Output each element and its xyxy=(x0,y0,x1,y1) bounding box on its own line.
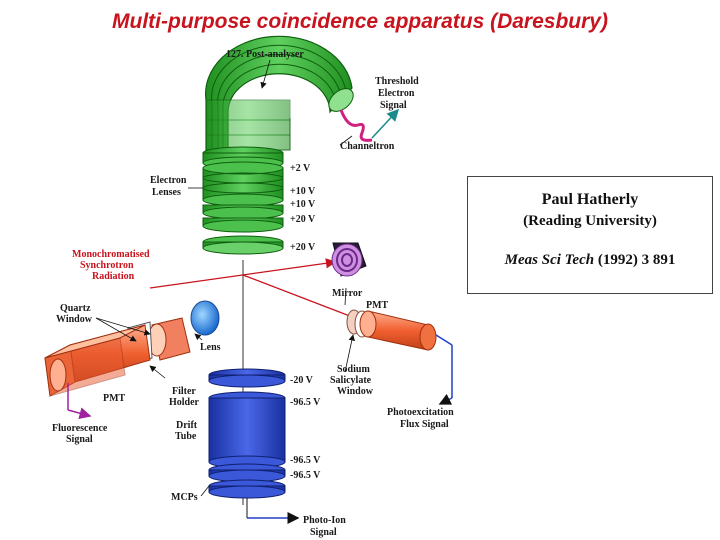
threshold-label-3: Signal xyxy=(380,100,407,111)
right-pmt xyxy=(346,309,453,405)
voltage-label: +10 V xyxy=(290,199,316,210)
mono-label-3: Radiation xyxy=(92,271,135,282)
reference-author: Paul Hatherly xyxy=(541,191,639,208)
mono-label-2: Synchrotron xyxy=(80,260,134,271)
mcps-label: MCPs xyxy=(171,492,198,503)
mirror xyxy=(331,242,367,277)
threshold-label-2: Electron xyxy=(378,88,415,99)
voltage-label: -96.5 V xyxy=(290,397,321,408)
electron-lenses-label-1: Electron xyxy=(150,175,187,186)
page-title: Multi-purpose coincidence apparatus (Dar… xyxy=(112,10,608,33)
electron-lens-stack xyxy=(202,146,284,255)
voltage-label: -96.5 V xyxy=(290,455,321,466)
reference-details: (1992) 3 891 xyxy=(594,252,676,268)
voltage-label: -96.5 V xyxy=(290,470,321,481)
mono-label-1: Monochromatised xyxy=(72,249,150,260)
mirror-label: Mirror xyxy=(332,288,363,299)
photo-ion-label-1: Photo-Ion xyxy=(303,515,346,526)
photoexcitation-label-2: Flux Signal xyxy=(400,419,449,430)
filter-label-1: Filter xyxy=(172,386,196,397)
pmt-left-label: PMT xyxy=(103,393,126,404)
pmt-right-label: PMT xyxy=(366,300,389,311)
synchrotron-beam xyxy=(149,258,356,319)
voltage-label: +2 V xyxy=(290,163,311,174)
reference-journal: Meas Sci Tech xyxy=(504,252,595,268)
electron-lenses-label-2: Lenses xyxy=(152,187,181,198)
voltage-label: +20 V xyxy=(290,214,316,225)
drift-tube-stack xyxy=(208,368,300,524)
quartz-label-2: Window xyxy=(56,314,93,325)
sodium-label-3: Window xyxy=(337,386,374,397)
post-analyser-label: 127. Post-analyser xyxy=(226,49,304,60)
photoexcitation-label-1: Photoexcitation xyxy=(387,407,454,418)
sodium-label-2: Salicylate xyxy=(330,375,372,386)
reference-citation: Meas Sci Tech (1992) 3 891 xyxy=(468,252,712,269)
reference-box: Paul Hatherly (Reading University) Meas … xyxy=(467,176,713,294)
voltage-label: -20 V xyxy=(290,375,314,386)
drift-label-1: Drift xyxy=(176,420,198,431)
fluorescence-label-1: Fluorescence xyxy=(52,423,108,434)
voltage-label: +10 V xyxy=(290,186,316,197)
post-analyser xyxy=(205,35,354,151)
voltage-label: +20 V xyxy=(290,242,316,253)
quartz-label-1: Quartz xyxy=(60,303,91,314)
threshold-label-1: Threshold xyxy=(375,76,419,87)
channeltron-label: Channeltron xyxy=(340,141,395,152)
pointer-lines xyxy=(95,59,355,497)
drift-label-2: Tube xyxy=(175,431,197,442)
channeltron xyxy=(339,108,400,142)
photo-ion-label-2: Signal xyxy=(310,527,337,538)
reference-affiliation: (Reading University) xyxy=(523,213,657,229)
lens xyxy=(190,300,220,336)
fluorescence-label-2: Signal xyxy=(66,434,93,445)
filter-label-2: Holder xyxy=(169,397,200,408)
lens-label: Lens xyxy=(200,342,221,353)
sodium-label-1: Sodium xyxy=(337,364,370,375)
